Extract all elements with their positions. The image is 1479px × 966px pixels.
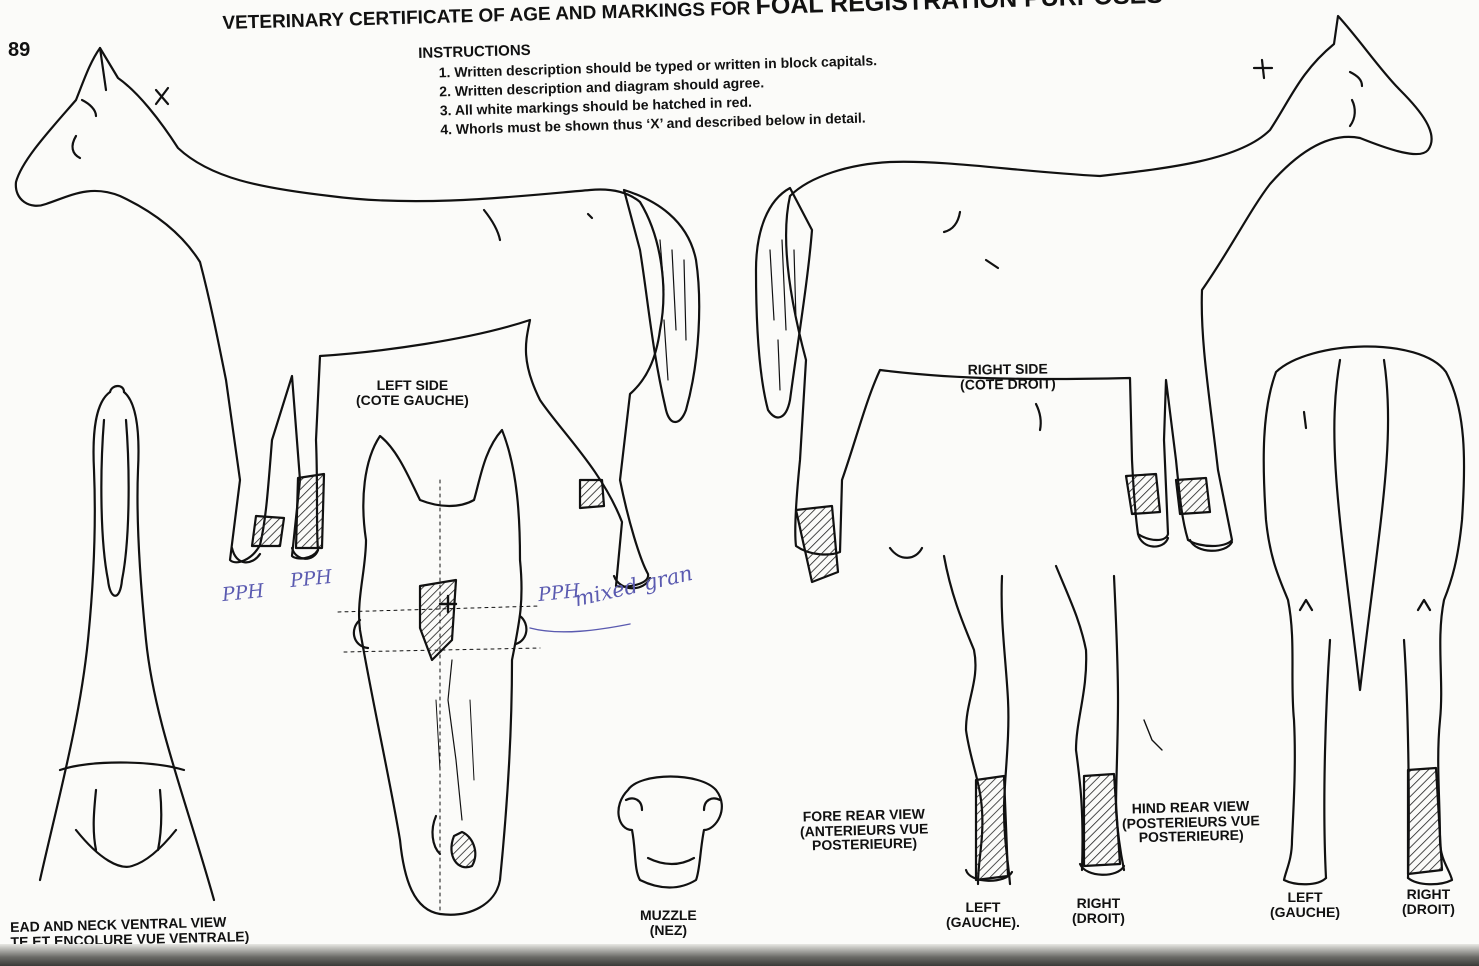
scan-edge-shadow <box>0 944 1479 966</box>
label-line: (GAUCHE) <box>1270 905 1340 920</box>
label-line: (COTE GAUCHE) <box>356 393 469 408</box>
fore-rear-view-label: FORE REAR VIEW (ANTERIEURS VUE POSTERIEU… <box>799 806 928 853</box>
label-line: MUZZLE <box>640 908 697 923</box>
muzzle-diagram <box>618 777 721 888</box>
hind-left-label: LEFT (GAUCHE) <box>1270 890 1340 919</box>
label-line: RIGHT <box>1072 896 1125 911</box>
label-line: (DROIT) <box>1072 911 1125 926</box>
fore-right-label: RIGHT (DROIT) <box>1072 896 1125 925</box>
label-line: LEFT <box>946 900 1020 915</box>
label-line: (DROIT) <box>1402 902 1455 917</box>
label-line: (COTE DROIT) <box>960 376 1056 392</box>
hind-rear-view <box>1264 346 1464 884</box>
ventral-view <box>40 386 214 900</box>
label-line: LEFT SIDE <box>356 378 469 393</box>
fore-left-label: LEFT (GAUCHE). <box>946 900 1020 929</box>
instructions-list: 1. Written description should be typed o… <box>418 51 878 140</box>
muzzle-label: MUZZLE (NEZ) <box>640 908 697 937</box>
instructions-block: INSTRUCTIONS 1. Written description shou… <box>418 33 879 140</box>
right-side-label: RIGHT SIDE (COTE DROIT) <box>960 361 1056 392</box>
hind-rear-view-label: HIND REAR VIEW (POSTERIEURS VUE POSTERIE… <box>1121 798 1260 845</box>
hind-right-label: RIGHT (DROIT) <box>1402 887 1455 916</box>
label-line: POSTERIEURE) <box>800 836 929 854</box>
label-line: RIGHT <box>1402 887 1455 902</box>
label-line: LEFT <box>1270 890 1340 905</box>
handwritten-note-pph: PPH <box>289 566 333 592</box>
left-side-label: LEFT SIDE (COTE GAUCHE) <box>356 378 469 407</box>
page-number: 89 <box>8 40 30 61</box>
handwritten-note-pph: PPH <box>221 580 265 606</box>
label-line: (GAUCHE). <box>946 915 1020 930</box>
label-line: (NEZ) <box>640 923 697 938</box>
